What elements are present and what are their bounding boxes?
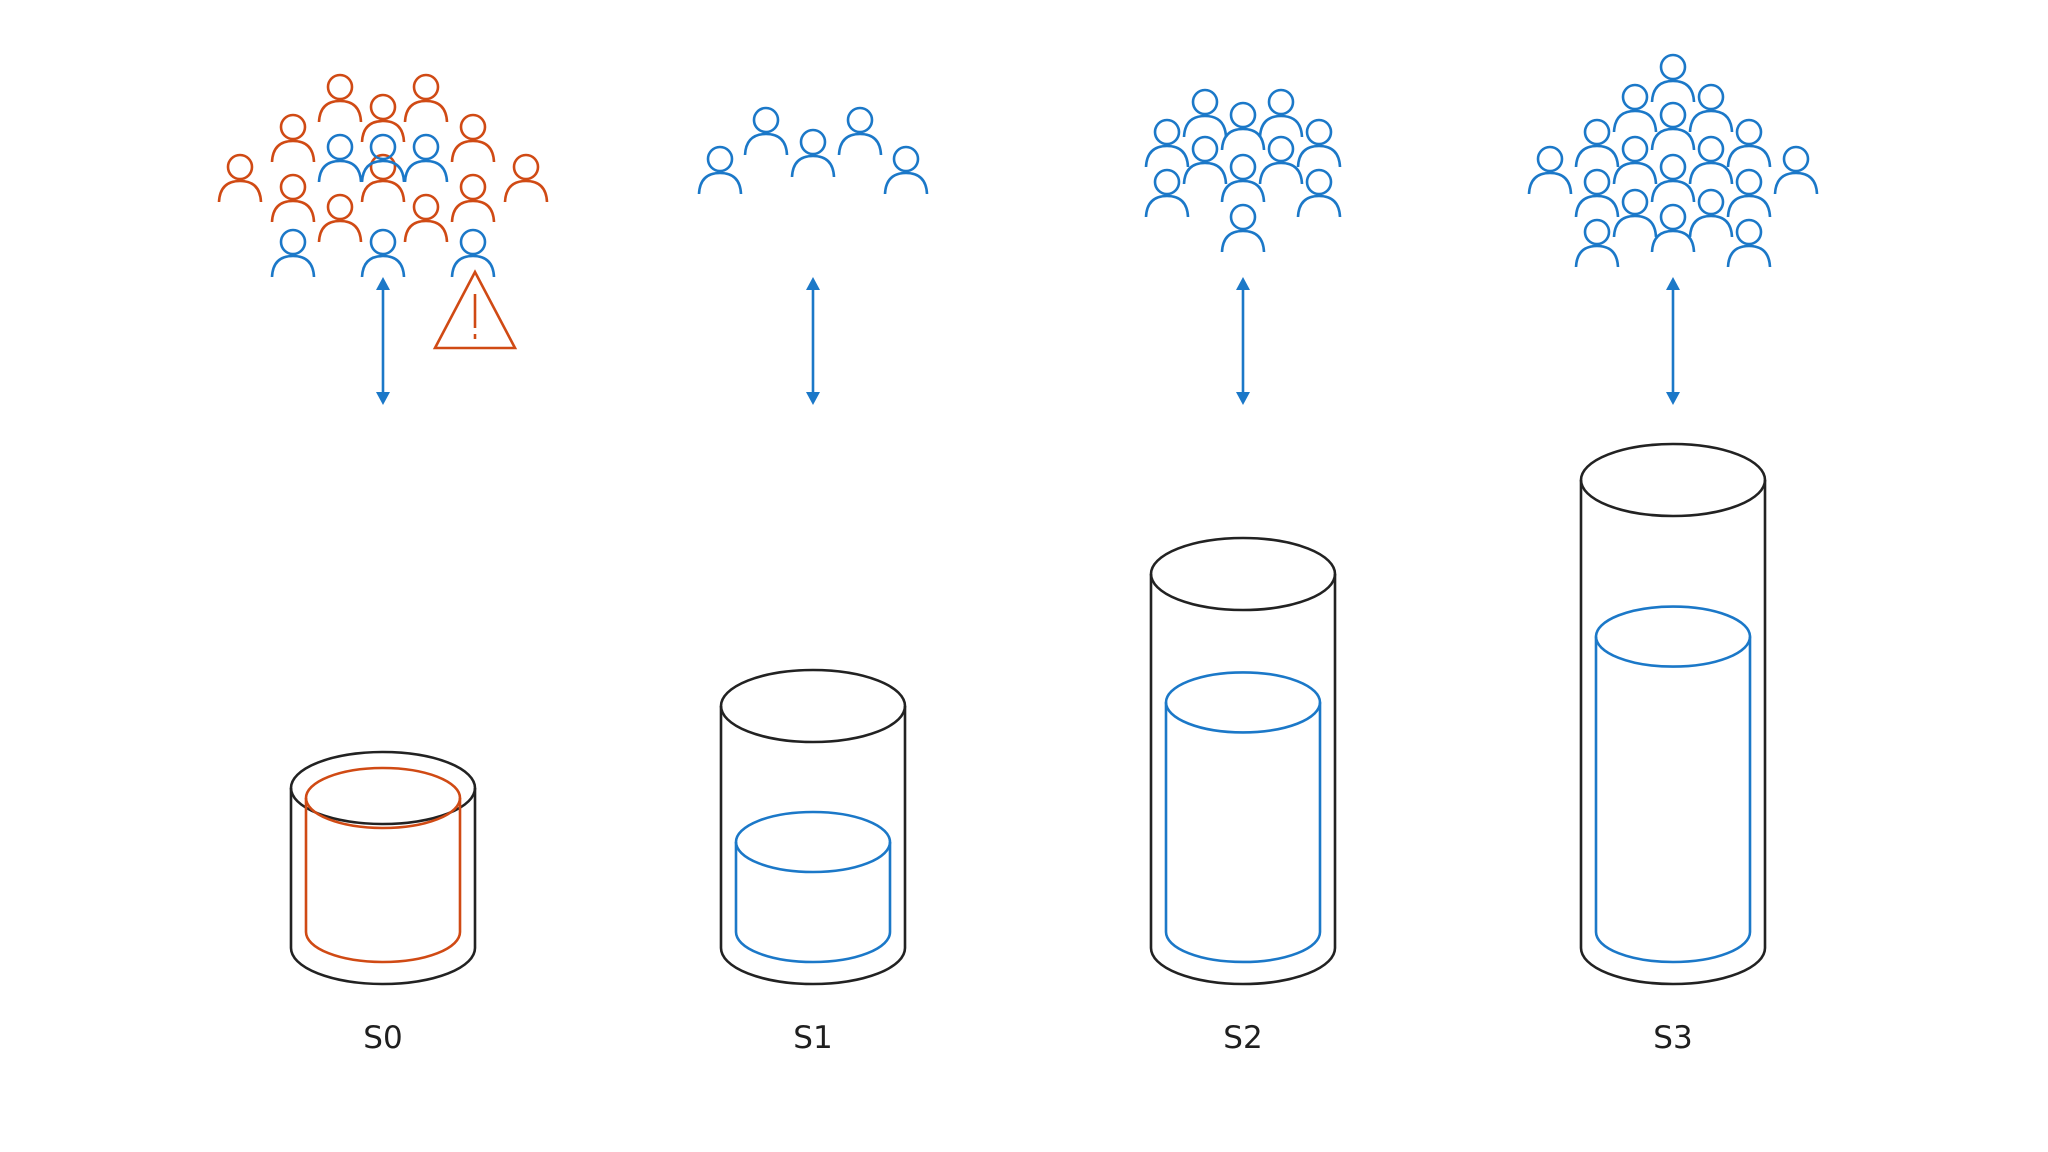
person-icon (1650, 101, 1696, 151)
double-arrow-icon (806, 277, 820, 405)
tier-s3: S3 (1527, 53, 1819, 1056)
person-icon (1220, 101, 1266, 151)
person-icon (1182, 135, 1228, 185)
person-icon (450, 228, 496, 278)
person-icon (1258, 88, 1304, 138)
person-icon (360, 93, 406, 143)
person-icon (743, 106, 789, 156)
person-icon (270, 173, 316, 223)
person-icon (317, 73, 363, 123)
user-crowd (1527, 53, 1819, 268)
tier-label: S2 (1223, 1020, 1262, 1056)
person-icon (317, 193, 363, 243)
person-icon (360, 153, 406, 203)
tier-label: S0 (363, 1020, 402, 1056)
person-icon (1726, 218, 1772, 268)
user-crowd (1144, 88, 1342, 253)
person-icon (503, 153, 549, 203)
person-icon (1574, 168, 1620, 218)
person-icon (360, 133, 406, 183)
person-icon (1688, 135, 1734, 185)
person-icon (403, 133, 449, 183)
person-icon (450, 173, 496, 223)
person-icon (1144, 118, 1190, 168)
usage-cylinder (1594, 605, 1752, 964)
person-icon (217, 153, 263, 203)
storage-cylinder (719, 668, 907, 986)
person-icon (1258, 135, 1304, 185)
usage-cylinder (734, 810, 892, 964)
person-icon (1612, 83, 1658, 133)
person-icon (317, 133, 363, 183)
person-icon (837, 106, 883, 156)
user-crowd (697, 106, 929, 195)
person-icon (1296, 118, 1342, 168)
person-icon (1574, 218, 1620, 268)
tier-label: S1 (793, 1020, 832, 1056)
double-arrow-icon (376, 277, 390, 405)
person-icon (403, 193, 449, 243)
tier-label: S3 (1653, 1020, 1692, 1056)
person-icon (270, 113, 316, 163)
person-icon (1688, 83, 1734, 133)
person-icon (1612, 135, 1658, 185)
person-icon (1650, 153, 1696, 203)
person-icon (1726, 168, 1772, 218)
person-icon (1688, 188, 1734, 238)
storage-cylinder (1149, 536, 1337, 986)
storage-cylinder (289, 750, 477, 986)
person-icon (450, 113, 496, 163)
person-icon (1296, 168, 1342, 218)
person-icon (1612, 188, 1658, 238)
person-icon (790, 128, 836, 178)
person-icon (1220, 203, 1266, 253)
warning-triangle-icon (432, 269, 518, 350)
person-icon (270, 228, 316, 278)
person-icon (1574, 118, 1620, 168)
person-icon (697, 145, 743, 195)
person-icon (1773, 145, 1819, 195)
person-icon (1527, 145, 1573, 195)
person-icon (1726, 118, 1772, 168)
tier-s2: S2 (1144, 88, 1342, 1056)
tier-s1: S1 (697, 106, 929, 1056)
person-icon (1144, 168, 1190, 218)
double-arrow-icon (1236, 277, 1250, 405)
person-icon (1650, 53, 1696, 103)
person-icon (1182, 88, 1228, 138)
user-crowd (217, 73, 549, 278)
double-arrow-icon (1666, 277, 1680, 405)
person-icon (403, 73, 449, 123)
person-icon (883, 145, 929, 195)
usage-cylinder (304, 766, 462, 964)
tier-s0: S0 (217, 73, 549, 1056)
person-icon (1650, 203, 1696, 253)
usage-cylinder (1164, 671, 1322, 964)
person-icon (1220, 153, 1266, 203)
person-icon (360, 228, 406, 278)
storage-cylinder (1579, 442, 1767, 986)
